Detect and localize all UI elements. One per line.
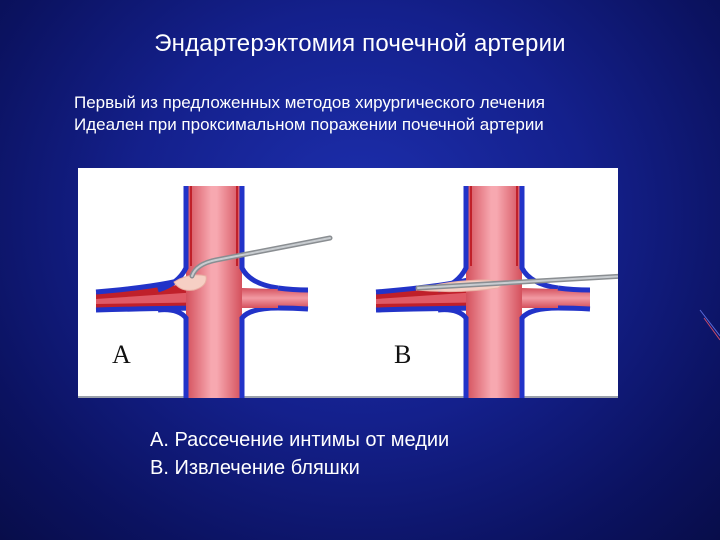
- decorative-line-1: [699, 309, 720, 337]
- endarterectomy-figure: А В: [78, 168, 618, 398]
- subtitle-line-2: Идеален при проксимальном поражении поче…: [74, 115, 544, 134]
- panel-a-aorta-wall-right-bottom: [239, 305, 279, 398]
- subtitle-line-1: Первый из предложенных методов хирургиче…: [74, 93, 545, 112]
- figure-drawing: [95, 186, 618, 398]
- panel-a-right-branch: [242, 288, 308, 308]
- panel-b-right-wall-top: [557, 285, 591, 293]
- decorative-line-2: [703, 317, 720, 341]
- panel-a-aorta-wall-right-top: [239, 186, 279, 291]
- panel-b-right-branch: [522, 288, 590, 308]
- panel-b-drawing: [375, 186, 618, 398]
- slide-title: Эндартерэктомия почечной артерии: [154, 30, 566, 57]
- panel-a-aorta-wall-left-bottom: [157, 307, 189, 398]
- panel-a-instrument-highlight: [191, 237, 331, 277]
- panel-a-aorta: [186, 186, 242, 398]
- panel-b-aorta: [466, 186, 522, 398]
- panel-b-instrument-highlight: [417, 275, 618, 289]
- panel-b-right-wall-bottom: [557, 305, 591, 312]
- caption-line-2: В. Извлечение бляшки: [150, 457, 360, 479]
- panel-a-letter: А: [112, 340, 131, 369]
- panel-b-letter: В: [394, 340, 412, 369]
- panel-a-drawing: [95, 186, 333, 398]
- panel-a-right-wall-top: [277, 285, 309, 293]
- caption-line-1: А. Рассечение интимы от медии: [150, 429, 450, 451]
- panel-a-right-wall-bottom: [277, 305, 309, 312]
- panel-b-aorta-wall-right-bottom: [519, 305, 559, 398]
- panel-b-aorta-wall-left-bottom: [437, 307, 469, 398]
